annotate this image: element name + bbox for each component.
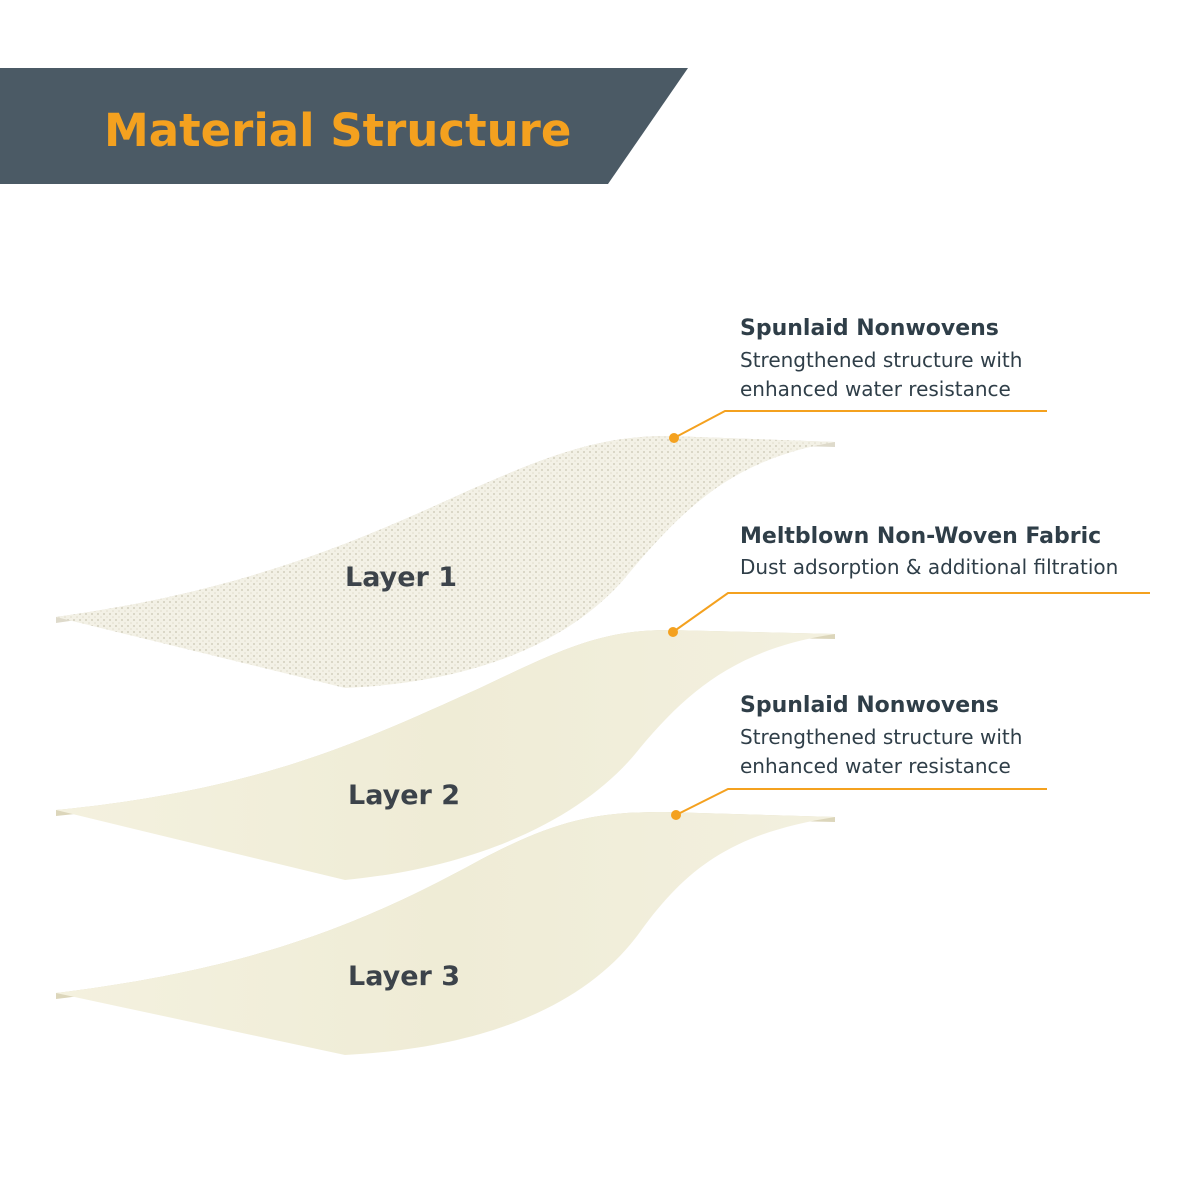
annotation-1-title: Spunlaid Nonwovens — [740, 316, 999, 341]
annotation-layer-1: Spunlaid Nonwovens Strengthened structur… — [669, 316, 1047, 443]
layer-3-surface — [56, 812, 835, 1055]
annotation-3-line-2: enhanced water resistance — [740, 754, 1011, 778]
layer-1-label: Layer 1 — [345, 562, 457, 593]
layer-3-sheet: Layer 3 — [56, 812, 835, 1055]
annotation-2-leader-dot — [668, 627, 678, 637]
banner-background — [0, 68, 688, 184]
layer-3-label: Layer 3 — [348, 961, 460, 992]
annotation-layer-2: Meltblown Non-Woven Fabric Dust adsorpti… — [668, 524, 1150, 637]
annotation-3-leader-line — [675, 788, 1047, 816]
layer-1-sheet: Layer 1 — [56, 436, 835, 688]
annotation-layer-3: Spunlaid Nonwovens Strengthened structur… — [671, 693, 1047, 820]
annotation-2-leader-line — [672, 592, 1150, 633]
annotation-1-line-2: enhanced water resistance — [740, 377, 1011, 401]
annotation-3-line-1: Strengthened structure with — [740, 725, 1022, 749]
annotation-3-leader-dot — [671, 810, 681, 820]
page-title: Material Structure — [104, 104, 571, 157]
header-banner: Material Structure — [0, 68, 688, 184]
annotation-1-leader-line — [673, 410, 1047, 439]
layer-2-sheet: Layer 2 — [56, 630, 835, 880]
annotation-2-line-1: Dust adsorption & additional filtration — [740, 555, 1118, 579]
annotation-3-title: Spunlaid Nonwovens — [740, 693, 999, 718]
layer-1-surface — [56, 436, 835, 688]
annotation-1-line-1: Strengthened structure with — [740, 348, 1022, 372]
layer-2-label: Layer 2 — [348, 780, 460, 811]
annotation-1-leader-dot — [669, 433, 679, 443]
annotation-2-title: Meltblown Non-Woven Fabric — [740, 524, 1101, 549]
layer-2-surface — [56, 630, 835, 880]
